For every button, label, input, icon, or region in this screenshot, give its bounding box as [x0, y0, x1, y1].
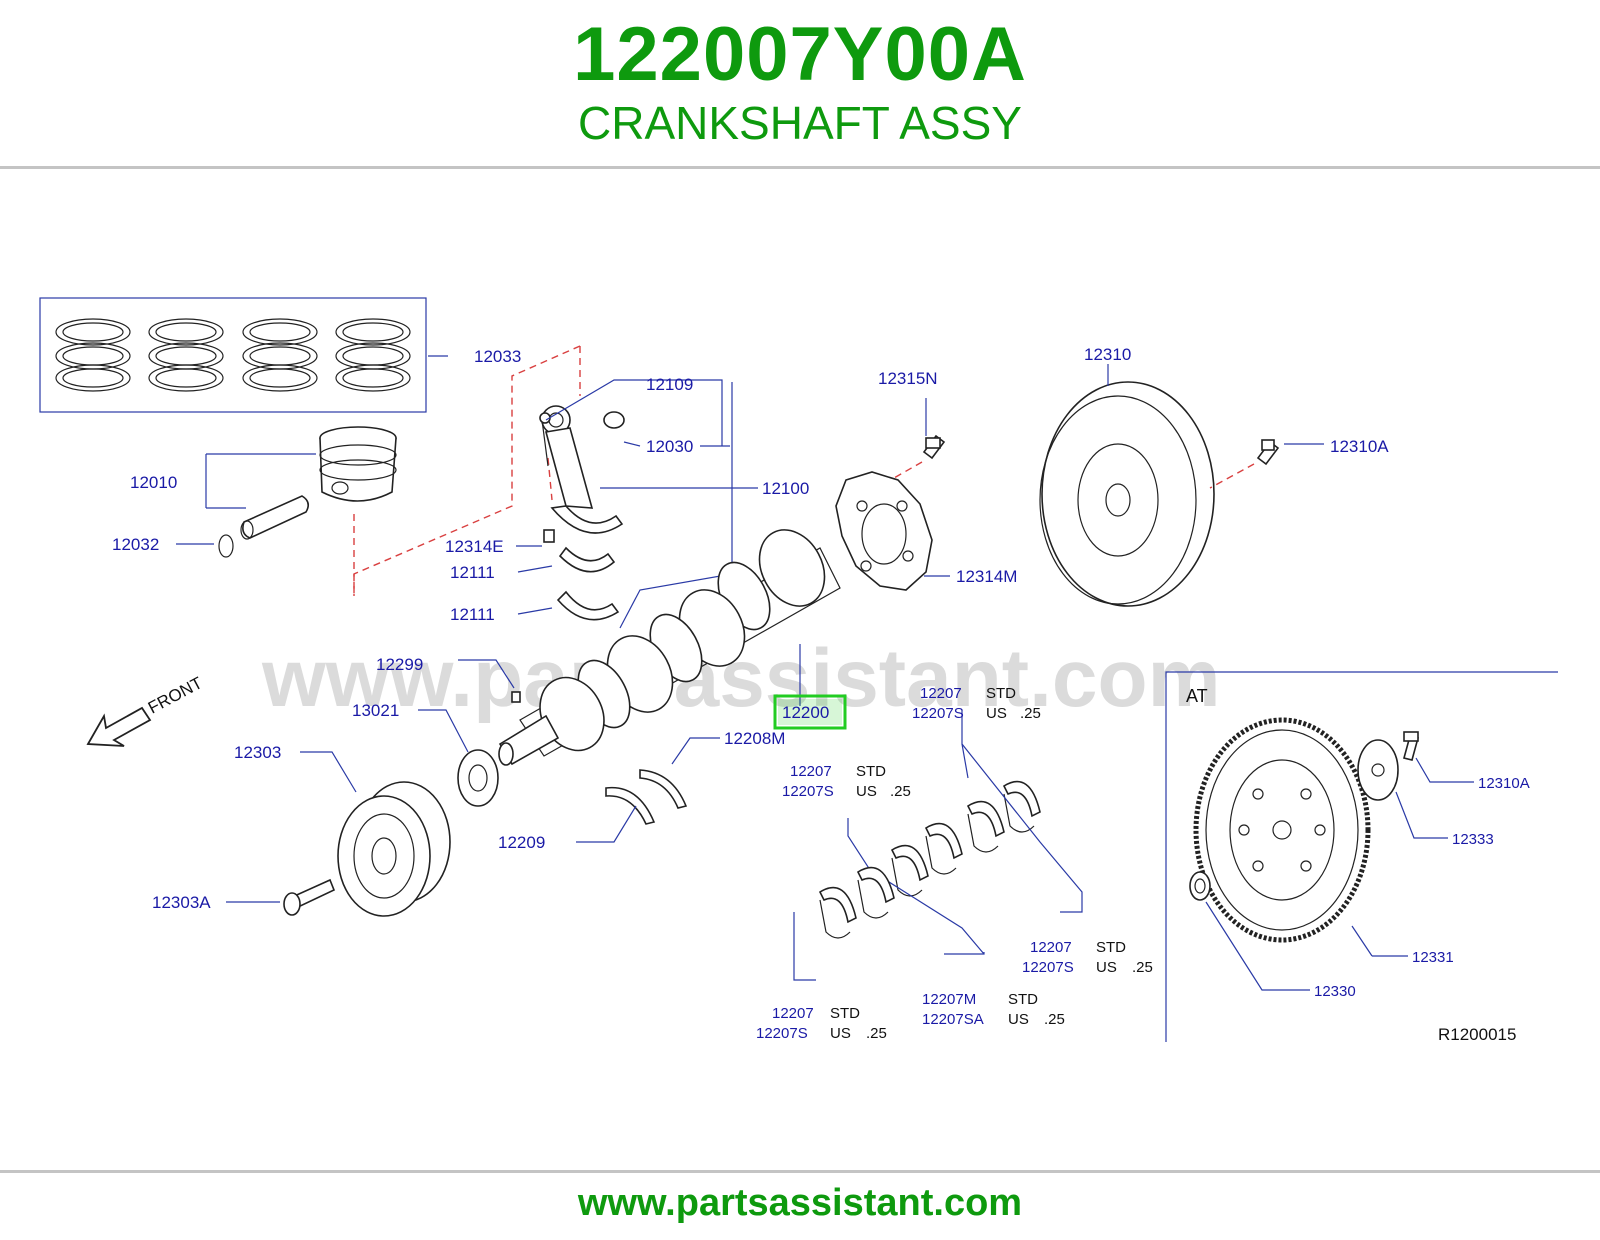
main-bearing-group-2: [890, 822, 963, 897]
reinforcement-plate-at: [1357, 739, 1399, 801]
bearing-4-us-note: US: [1096, 959, 1117, 976]
part-number-title: 122007Y00A: [573, 12, 1027, 97]
highlighted-part-box: [773, 694, 847, 730]
label-12200[interactable]: 12200: [782, 703, 829, 722]
drive-plate-bolt-part: [1403, 731, 1419, 761]
label-12314E: 12314E: [445, 537, 504, 556]
label-12299: 12299: [376, 655, 423, 674]
crankshaft-part: [498, 529, 841, 766]
at-section-label: AT: [1186, 686, 1208, 706]
bearing-2-us-part: 12207S: [782, 783, 834, 800]
footer-divider: [0, 1170, 1600, 1173]
bearing-5-us-part: 12207SA: [922, 1011, 984, 1028]
diagram-code: R1200015: [1438, 1025, 1516, 1044]
label-13021: 13021: [352, 701, 399, 720]
label-12032: 12032: [112, 535, 159, 554]
label-12209: 12209: [498, 833, 545, 852]
main-bearing-group-3: [818, 866, 895, 939]
bearing-3-us-value: .25: [866, 1025, 887, 1042]
piston-pin-part: [240, 495, 310, 540]
reinforcement-plate-part: [835, 471, 933, 591]
rod-bearing-lower: [556, 590, 620, 621]
bearing-4-us-part: 12207S: [1022, 959, 1074, 976]
bearing-1-us-value: .25: [1020, 705, 1041, 722]
drive-plate-part: [1193, 717, 1371, 943]
piston-ring-set-4: [335, 318, 411, 392]
bearing-5-us-value: .25: [1044, 1011, 1065, 1028]
label-12331: 12331: [1412, 949, 1454, 966]
label-12303: 12303: [234, 743, 281, 762]
flywheel-bolt-12310A: [1256, 439, 1280, 466]
label-12100: 12100: [762, 479, 809, 498]
label-12010: 12010: [130, 473, 177, 492]
label-12111-upper: 12111: [450, 563, 495, 582]
label-12314M: 12314M: [956, 567, 1017, 586]
label-12310A: 12310A: [1330, 437, 1389, 456]
pulley-bolt-part: [283, 878, 336, 916]
label-12208M: 12208M: [724, 729, 785, 748]
label-at-12310A: 12310A: [1478, 775, 1530, 792]
piston-part: [319, 426, 397, 502]
bearing-5-std-part: 12207M: [922, 991, 976, 1008]
thrust-washer-lower: [605, 786, 656, 825]
header: 122007Y00A CRANKSHAFT ASSY: [0, 0, 1600, 168]
label-12109: 12109: [646, 375, 693, 394]
crank-sprocket-part: [457, 749, 499, 807]
rod-nut-part: [543, 529, 555, 543]
bearing-2-us-note: US: [856, 783, 877, 800]
label-12030: 12030: [646, 437, 693, 456]
label-12310: 12310: [1084, 345, 1131, 364]
label-12033: 12033: [474, 347, 521, 366]
bearing-3-us-value-label: US: [830, 1025, 851, 1042]
assembly-line-rod: [353, 345, 581, 596]
front-arrow-icon: [86, 706, 152, 747]
woodruff-key-part: [511, 691, 521, 703]
flywheel-part: [1039, 381, 1215, 607]
rod-bearing-upper: [558, 546, 616, 573]
front-label: FRONT: [145, 673, 206, 717]
label-12330: 12330: [1314, 983, 1356, 1000]
bearing-1-std-part: 12207: [920, 685, 962, 702]
main-bearing-group-1: [966, 780, 1041, 853]
piston-ring-set-2: [148, 318, 224, 392]
label-12333: 12333: [1452, 831, 1494, 848]
bearing-2-std-part: 12207: [790, 763, 832, 780]
part-name-subtitle: CRANKSHAFT ASSY: [578, 97, 1022, 149]
bearing-1-us-note: US: [986, 705, 1007, 722]
bearing-4-std-part: 12207: [1030, 939, 1072, 956]
at-section-border: [1165, 671, 1558, 1042]
footer-url-link[interactable]: www.partsassistant.com: [577, 1182, 1023, 1224]
bearing-3-std-part: 12207: [772, 1005, 814, 1022]
piston-ring-set-3: [242, 318, 318, 392]
label-12111-lower: 12111: [450, 605, 495, 624]
label-12315N: 12315N: [878, 369, 938, 388]
bearing-3-std-note: STD: [830, 1005, 860, 1022]
connecting-rod-part: [541, 405, 625, 534]
bearing-4-std-note: STD: [1096, 939, 1126, 956]
piston-rings-box: [39, 297, 427, 413]
bearing-1-std-note: STD: [986, 685, 1016, 702]
pilot-bushing-part: [1189, 871, 1211, 901]
bearing-1-us-part: 12207S: [912, 705, 964, 722]
bearing-4-us-value: .25: [1132, 959, 1153, 976]
bearing-5-us-note: US: [1008, 1011, 1029, 1028]
bearing-5-std-note: STD: [1008, 991, 1038, 1008]
bearing-2-us-value: .25: [890, 783, 911, 800]
piston-ring-set-1: [55, 318, 131, 392]
bearing-2-std-note: STD: [856, 763, 886, 780]
crank-pulley-part: [337, 781, 451, 917]
thrust-washer-upper: [639, 769, 688, 809]
label-12303A: 12303A: [152, 893, 211, 912]
bearing-3-us-part: 12207S: [756, 1025, 808, 1042]
snap-ring-part: [218, 534, 234, 558]
flywheel-bolt-part: [922, 434, 946, 460]
header-divider: [0, 166, 1600, 169]
